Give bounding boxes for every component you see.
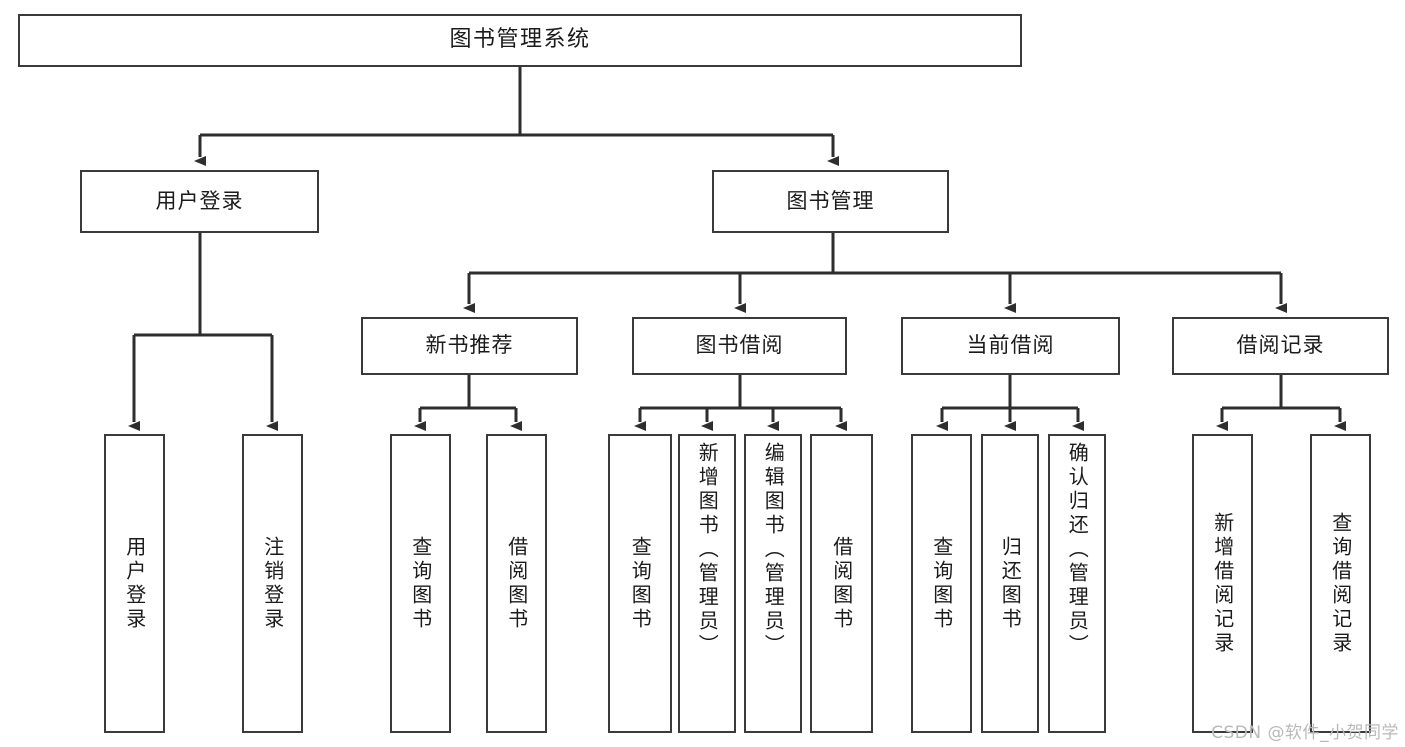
node-root-book-management-system[interactable]: 图书管理系统	[18, 14, 1022, 67]
leaf-new-book-query-books[interactable]: 查询图书	[390, 434, 451, 733]
leaf-borrow-query-books[interactable]: 查询图书	[608, 434, 672, 733]
leaf-record-query-borrow-record[interactable]: 查询借阅记录	[1310, 434, 1371, 733]
leaf-current-query-books[interactable]: 查询图书	[911, 434, 972, 733]
leaf-borrow-edit-book-admin[interactable]: 编辑图书（管理员）	[744, 434, 802, 733]
node-book-management[interactable]: 图书管理	[712, 170, 949, 233]
leaf-record-add-borrow-record[interactable]: 新增借阅记录	[1192, 434, 1253, 733]
leaf-borrow-add-book-admin[interactable]: 新增图书（管理员）	[678, 434, 736, 733]
leaf-current-confirm-return-admin[interactable]: 确认归还（管理员）	[1048, 434, 1106, 733]
leaf-user-login-signout[interactable]: 注销登录	[242, 434, 303, 733]
leaf-new-book-borrow-books[interactable]: 借阅图书	[486, 434, 547, 733]
leaf-user-login-signin[interactable]: 用户登录	[104, 434, 165, 733]
node-new-book-recommendation[interactable]: 新书推荐	[361, 317, 578, 375]
node-user-login[interactable]: 用户登录	[80, 170, 319, 233]
leaf-current-return-books[interactable]: 归还图书	[981, 434, 1039, 733]
node-book-borrowing[interactable]: 图书借阅	[632, 317, 847, 375]
node-borrowing-records[interactable]: 借阅记录	[1172, 317, 1389, 375]
csdn-watermark: CSDN @软件_小贺同学	[1211, 723, 1399, 743]
node-current-borrowing[interactable]: 当前借阅	[901, 317, 1120, 375]
leaf-borrow-borrow-books[interactable]: 借阅图书	[810, 434, 873, 733]
